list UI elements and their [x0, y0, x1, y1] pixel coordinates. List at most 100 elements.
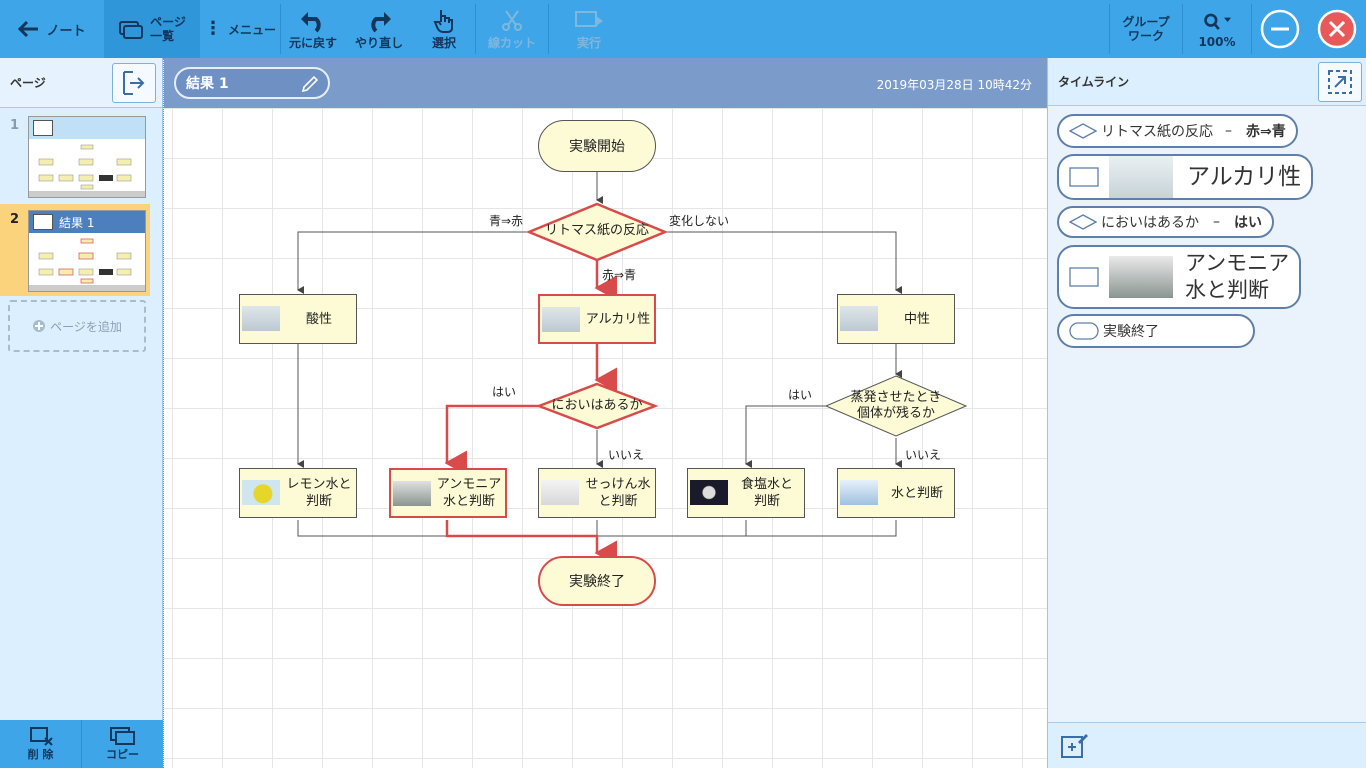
timeline-item-line2: 水と判断: [1185, 278, 1269, 302]
arrow-left-icon: [18, 20, 39, 38]
alkali-node-label: アルカリ性: [585, 311, 651, 327]
end-node[interactable]: 実験終了: [538, 556, 656, 606]
page-thumbnail-1[interactable]: 1: [0, 110, 150, 202]
timeline-item-smell[interactable]: においはあるか – はい: [1057, 206, 1274, 238]
more-vertical-icon: ⋮: [203, 18, 222, 39]
timeline-item-text: アンモニア 水と判断: [1185, 250, 1289, 304]
toolbar-separator: [475, 4, 476, 54]
group-work-button[interactable]: グループ ワーク: [1110, 0, 1182, 58]
diamond-shape-icon: [1069, 123, 1097, 139]
undo-button[interactable]: 元に戻す: [281, 0, 345, 58]
soap-node[interactable]: せっけん水と判断: [538, 468, 656, 518]
ammonia-node[interactable]: アンモニア水と判断: [389, 468, 507, 518]
redo-icon: [371, 11, 391, 32]
add-page-button[interactable]: ページを追加: [8, 300, 146, 352]
edge-label-no-1: いいえ: [608, 448, 645, 462]
ammonia-image: [1109, 256, 1173, 298]
page-list-button[interactable]: ページ 一覧: [104, 0, 200, 58]
menu-button[interactable]: ⋮ メニュー: [200, 0, 280, 58]
water-node[interactable]: 水と判断: [837, 468, 955, 518]
flowchart-icon: [33, 120, 53, 136]
litmus-node-label: リトマス紙の反応: [544, 223, 649, 238]
timeline-item-line1: アンモニア: [1185, 251, 1290, 275]
lemon-node-label: レモン水と判断: [284, 469, 354, 517]
page-title-field[interactable]: 結果 1: [174, 67, 330, 99]
flowchart-canvas[interactable]: 実験開始 リトマス紙の反応 においはあるか 蒸発させたとき 個体が残るか 青⇒赤…: [164, 108, 1048, 768]
alkali-node[interactable]: アルカリ性: [538, 294, 656, 344]
salt-line1: 食塩水と: [740, 477, 793, 492]
litmus-node[interactable]: リトマス紙の反応: [529, 223, 665, 239]
zoom-button[interactable]: 100%: [1183, 0, 1251, 58]
page-preview-diagram: [38, 144, 132, 190]
litmus-paper-image: [542, 307, 580, 332]
zoom-label: 100%: [1198, 35, 1236, 49]
undo-icon: [301, 11, 321, 32]
rect-shape-icon: [1069, 167, 1099, 187]
diamond-shape-icon: [1069, 214, 1097, 230]
expand-timeline-button[interactable]: [1318, 61, 1362, 102]
toolbar-separator: [1182, 4, 1183, 54]
salt-node-label: 食塩水と判断: [732, 469, 802, 517]
litmus-paper-image: [840, 306, 878, 331]
neutral-node-label: 中性: [903, 311, 930, 327]
timeline-title: タイムライン: [1058, 75, 1130, 89]
timeline-item-alkali[interactable]: アルカリ性: [1057, 154, 1314, 200]
pencil-icon[interactable]: [300, 74, 320, 94]
acid-node[interactable]: 酸性: [239, 294, 357, 344]
ammonia-image: [393, 481, 431, 506]
timeline-item-ammonia[interactable]: アンモニア 水と判断: [1057, 245, 1302, 309]
smell-node[interactable]: においはあるか: [539, 398, 655, 414]
page-panel-header: ページ: [0, 58, 162, 108]
copy-page-label: コピー: [106, 748, 139, 761]
run-icon: [575, 10, 603, 27]
note-button[interactable]: ノート: [0, 0, 104, 58]
canvas-header: 結果 1 2019年03月28日 10時42分: [164, 58, 1048, 108]
page-list-line1: ページ: [150, 15, 186, 29]
salt-image: [690, 480, 728, 505]
undo-label: 元に戻す: [288, 35, 337, 50]
toolbar-separator: [1251, 4, 1252, 54]
cut-button[interactable]: 線カット: [476, 0, 548, 58]
evaporate-node[interactable]: 蒸発させたとき 個体が残るか: [826, 390, 966, 422]
timeline-item-text: アルカリ性: [1187, 164, 1302, 190]
toolbar-separator: [280, 4, 281, 54]
ammonia-line2: 水と判断: [442, 494, 495, 509]
timeline-item-text: においはあるか: [1101, 215, 1199, 231]
panel-exit-icon: [123, 70, 145, 95]
timeline-item-result: はい: [1234, 215, 1262, 231]
close-button[interactable]: [1308, 0, 1366, 58]
page-thumbnail-2[interactable]: 2 結果 1: [0, 204, 150, 296]
page-list-label: ページ 一覧: [150, 15, 186, 43]
delete-page-button[interactable]: 削 除: [0, 720, 82, 768]
timeline-item-end[interactable]: 実験終了: [1057, 314, 1255, 348]
redo-label: やり直し: [354, 35, 403, 50]
lemon-node[interactable]: レモン水と判断: [239, 468, 357, 518]
group-work-line2: ワーク: [1127, 29, 1164, 43]
salt-node[interactable]: 食塩水と判断: [687, 468, 805, 518]
soap-image: [541, 480, 579, 505]
end-node-label: 実験終了: [569, 574, 625, 590]
timeline-item-litmus[interactable]: リトマス紙の反応 – 赤⇒青: [1057, 114, 1298, 148]
ammonia-line1: アンモニア: [436, 477, 502, 492]
copy-page-button[interactable]: コピー: [82, 720, 163, 768]
timeline-item-text: リトマス紙の反応: [1101, 124, 1213, 140]
add-note-icon[interactable]: [1060, 732, 1090, 760]
collapse-panel-button[interactable]: [112, 62, 156, 103]
page-preview-footer: [29, 191, 145, 197]
start-node[interactable]: 実験開始: [538, 120, 656, 172]
page-preview: [28, 116, 146, 198]
minimize-button[interactable]: [1252, 0, 1308, 58]
start-node-label: 実験開始: [569, 139, 625, 155]
soap-line2: と判断: [598, 494, 638, 509]
ammonia-node-label: アンモニア水と判断: [435, 470, 503, 516]
run-button[interactable]: 実行: [549, 0, 629, 58]
redo-button[interactable]: やり直し: [345, 0, 413, 58]
terminal-shape-icon: [1069, 322, 1099, 340]
neutral-node[interactable]: 中性: [837, 294, 955, 344]
note-label: ノート: [46, 23, 86, 39]
menu-label: メニュー: [227, 22, 276, 37]
page-preview-title: 結果 1: [59, 216, 95, 230]
search-icon: [1204, 13, 1232, 30]
evaporate-line2: 個体が残るか: [856, 406, 935, 421]
select-button[interactable]: 選択: [413, 0, 475, 58]
